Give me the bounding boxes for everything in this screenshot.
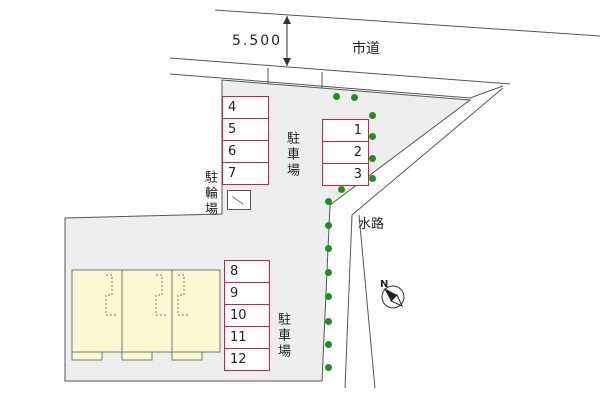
road-name-label: 市道: [352, 41, 380, 57]
parking-space-7: 7: [222, 162, 269, 185]
unit-2-stair: [155, 274, 168, 316]
parking-space-11: 11: [224, 326, 270, 349]
parking-label-bottom: 駐車場: [275, 312, 290, 360]
building-porch-3: [171, 351, 203, 361]
parking-space-5: 5: [222, 118, 269, 141]
building: [71, 269, 221, 353]
dimension-arrow-down-icon: [283, 58, 291, 66]
tree-icon: [369, 175, 376, 182]
waterway-line-left: [344, 214, 353, 389]
parking-space-8: 8: [224, 260, 270, 283]
parking-space-12: 12: [224, 348, 270, 371]
parking-space-10: 10: [224, 304, 270, 327]
parking-space-9: 9: [224, 282, 270, 305]
tree-icon: [338, 186, 345, 193]
road-far-edge: [214, 9, 600, 37]
parking-space-3: 3: [322, 163, 369, 186]
parking-space-4: 4: [222, 96, 269, 119]
road-width-label: 5.500: [232, 33, 283, 49]
tree-icon: [325, 341, 332, 348]
tree-icon: [369, 112, 376, 119]
tree-icon: [369, 133, 376, 140]
bicycle-parking-label: 駐輪場: [202, 170, 217, 218]
parking-space-6: 6: [222, 140, 269, 163]
tree-icon: [369, 155, 376, 162]
unit-1-stair: [105, 274, 118, 316]
tree-icon: [325, 364, 332, 371]
tree-icon: [325, 245, 332, 252]
road-near-edge: [169, 57, 511, 85]
parking-space-2: 2: [322, 141, 369, 164]
tree-icon: [333, 93, 340, 100]
tree-icon: [325, 318, 332, 325]
parking-space-1: 1: [322, 119, 369, 142]
tree-icon: [325, 293, 332, 300]
dimension-arrow-up-icon: [283, 16, 291, 24]
north-label: N: [380, 279, 389, 290]
tree-icon: [325, 198, 332, 205]
building-porch-1: [71, 351, 103, 361]
tree-icon: [325, 222, 332, 229]
tree-icon: [351, 94, 358, 101]
tree-icon: [325, 269, 332, 276]
waterway-upper-line: [351, 87, 504, 216]
parking-label-top: 駐車場: [284, 131, 299, 179]
bicycle-parking-shed: [227, 190, 251, 210]
north-arrow-tail-icon: [390, 294, 404, 308]
waterway-label: 水路: [358, 217, 385, 232]
unit-3-stair: [177, 274, 190, 316]
road-curb-line: [169, 73, 504, 99]
building-porch-2: [121, 351, 153, 361]
waterway-line-right: [358, 214, 376, 389]
